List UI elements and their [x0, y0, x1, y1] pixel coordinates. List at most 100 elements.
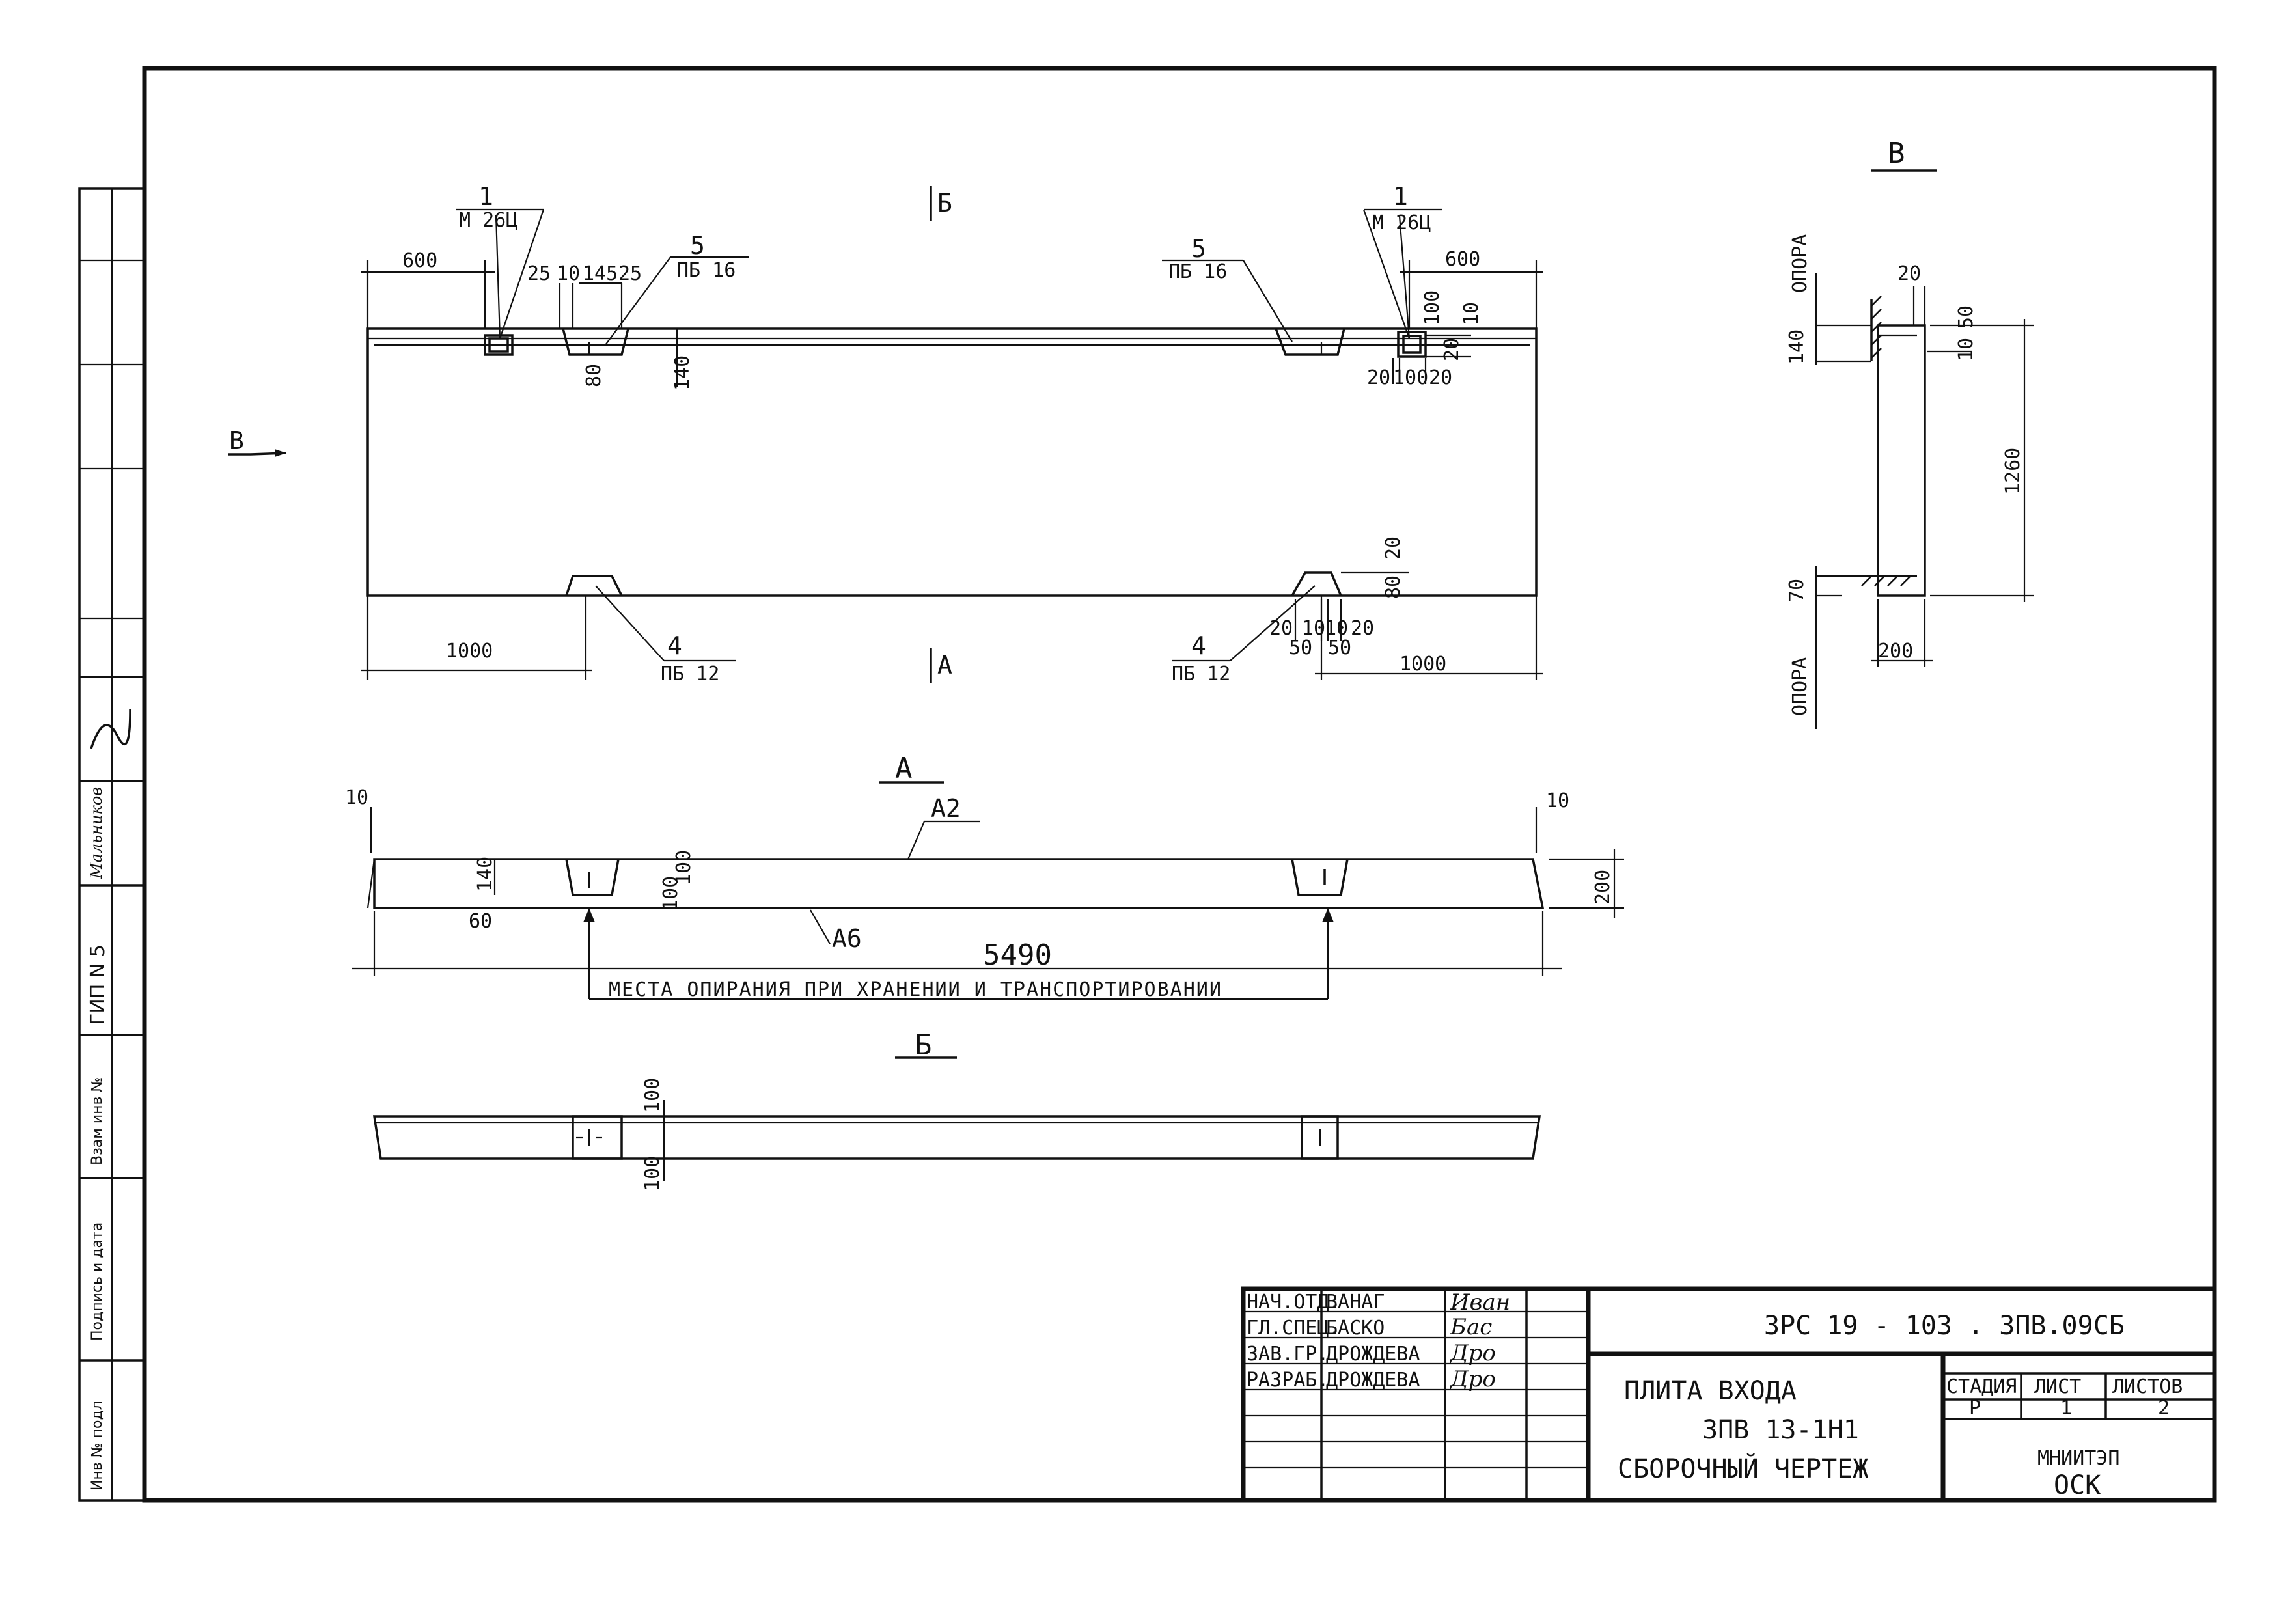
tb-name-1: ВАНАГ — [1326, 1291, 1385, 1314]
plan-view: Б А В 600 25 10 145 25 80 140 1 М 26Ц 5 … — [228, 182, 1543, 685]
view-v: В 140 ОПОРА 20 10 50 1260 70 ОПОРА — [1786, 137, 2034, 729]
section-a: А 140 60 100 100 10 10 200 А2 А6 54 — [345, 752, 1624, 1001]
dim-80: 80 — [583, 364, 605, 387]
dim-left-600: 600 — [402, 249, 437, 272]
dim-r100: 100 — [1421, 290, 1444, 325]
tb-sig-3: Дро — [1449, 1340, 1496, 1366]
sec-a-200: 200 — [1592, 870, 1614, 905]
section-b-insert-left — [572, 1115, 623, 1160]
dim-b20b: 20 — [1429, 366, 1452, 389]
marker-a: А — [937, 651, 952, 680]
plan-recess-top-right — [1275, 328, 1345, 356]
dim-bot-20a: 20 — [1269, 617, 1293, 640]
dim-25a: 25 — [527, 262, 551, 285]
callout-1-left-mark: М 26Ц — [459, 209, 517, 232]
sec-a-10-right: 10 — [1546, 790, 1569, 812]
plan-recess-bot-right — [1291, 571, 1342, 596]
callout-a6: А6 — [832, 924, 862, 953]
tb-code: ЗРС 19 - 103 . 3ПВ.09СБ — [1764, 1311, 2125, 1341]
tb-sheet-header: ЛИСТ — [2034, 1375, 2081, 1398]
sec-a-100a: 100 — [659, 876, 682, 911]
view-v-20: 20 — [1897, 262, 1921, 285]
tb-role-2: ГЛ.СПЕЦ. — [1247, 1317, 1341, 1340]
plan-recess-top-left — [562, 328, 629, 356]
sec-a-60: 60 — [469, 910, 492, 933]
marker-v: В — [229, 426, 244, 455]
tb-name-4: ДРОЖДЕВА — [1326, 1369, 1420, 1392]
section-a-outline — [373, 858, 1545, 909]
sec-a-10-left: 10 — [345, 786, 368, 809]
tb-stage: Р — [1969, 1397, 1981, 1420]
tb-doc-title-3: СБОРОЧНЫЙ ЧЕРТЕЖ — [1618, 1453, 1868, 1484]
plan-plate-right — [1397, 331, 1427, 358]
view-v-title: В — [1888, 137, 1905, 170]
callout-5-left-num: 5 — [690, 231, 705, 260]
sec-a-140: 140 — [474, 857, 497, 892]
callout-4-left-num: 4 — [667, 631, 682, 660]
side-inv-podl: Инв № подл — [89, 1401, 105, 1491]
callout-5-right-num: 5 — [1191, 234, 1206, 263]
section-b-title: Б — [915, 1028, 932, 1062]
title-block: ЗРС 19 - 103 . 3ПВ.09СБ НАЧ.ОТД. ВАНАГ И… — [1241, 1286, 2217, 1503]
side-stamp: Инв № подл Подпись и дата Взам инв № ГИП… — [78, 187, 146, 1502]
view-v-support-top: ОПОРА — [1789, 234, 1812, 293]
view-v-70: 70 — [1786, 579, 1808, 602]
view-v-10: 10 — [1955, 338, 1978, 361]
section-b: Б 100 100 — [372, 1028, 1541, 1191]
side-hand-name: Мальников — [87, 787, 105, 879]
sec-a-5490: 5490 — [983, 939, 1052, 972]
tb-sheet: 1 — [2060, 1397, 2072, 1420]
callout-5-right-mark: ПБ 16 — [1168, 260, 1227, 283]
tb-doc-title-2: 3ПВ 13-1Н1 — [1702, 1415, 1859, 1445]
tb-sig-4: Дро — [1449, 1366, 1496, 1392]
tb-sheets-header: ЛИСТОВ — [2112, 1375, 2183, 1398]
tb-name-2: БАСКО — [1326, 1317, 1385, 1340]
callout-4-left-mark: ПБ 12 — [661, 663, 719, 685]
dim-25b: 25 — [618, 262, 642, 285]
section-a-title: А — [895, 752, 913, 785]
dim-b20a: 20 — [1367, 366, 1390, 389]
tb-role-3: ЗАВ.ГР. — [1247, 1343, 1329, 1366]
dim-140: 140 — [671, 355, 694, 391]
tb-sig-2: Бас — [1450, 1314, 1492, 1340]
dim-10: 10 — [557, 262, 580, 285]
side-signature — [90, 709, 131, 749]
callout-1-right-mark: М 26Ц — [1372, 212, 1431, 234]
callout-4-right-num: 4 — [1191, 631, 1206, 660]
dim-145: 145 — [583, 262, 618, 285]
side-gip: ГИП N 5 — [87, 944, 109, 1025]
dim-right-1000: 1000 — [1400, 653, 1446, 676]
tb-doc-title-1: ПЛИТА ВХОДА — [1624, 1376, 1797, 1406]
view-v-200: 200 — [1878, 640, 1913, 663]
tb-role-1: НАЧ.ОТД. — [1247, 1291, 1341, 1314]
dim-bot-50b: 50 — [1328, 637, 1351, 659]
dim-right-600: 600 — [1445, 248, 1480, 271]
sec-b-100-top: 100 — [641, 1078, 664, 1113]
section-b-outline — [372, 1115, 1541, 1160]
dim-bot-50a: 50 — [1289, 637, 1312, 659]
section-a-notch-left — [565, 859, 620, 896]
callout-4-right-mark: ПБ 12 — [1172, 663, 1230, 685]
dim-r20: 20 — [1441, 338, 1463, 361]
dim-bot-20c: 20 — [1351, 617, 1374, 640]
callout-a2: А2 — [931, 794, 961, 823]
callout-1-right-num: 1 — [1393, 182, 1408, 211]
tb-role-4: РАЗРАБ. — [1247, 1369, 1329, 1392]
marker-b: Б — [937, 189, 952, 217]
view-v-140: 140 — [1786, 329, 1808, 365]
plan-recess-bot-left — [565, 575, 623, 596]
view-v-support-bot: ОПОРА — [1789, 657, 1812, 716]
tb-sheets: 2 — [2158, 1397, 2170, 1420]
sec-b-100-bot: 100 — [641, 1156, 664, 1191]
dim-b100: 100 — [1393, 366, 1428, 389]
tb-org-2: ОСК — [2054, 1470, 2101, 1500]
dim-bot-20: 20 — [1382, 536, 1405, 560]
tb-stage-header: СТАДИЯ — [1946, 1375, 2017, 1398]
plan-plate-left — [484, 334, 514, 356]
callout-5-left-mark: ПБ 16 — [677, 259, 736, 282]
section-b-insert-right — [1301, 1115, 1339, 1160]
callout-1-left-num: 1 — [478, 182, 493, 211]
section-a-notch-right — [1291, 859, 1349, 896]
side-podpis: Подпись и дата — [89, 1222, 105, 1341]
